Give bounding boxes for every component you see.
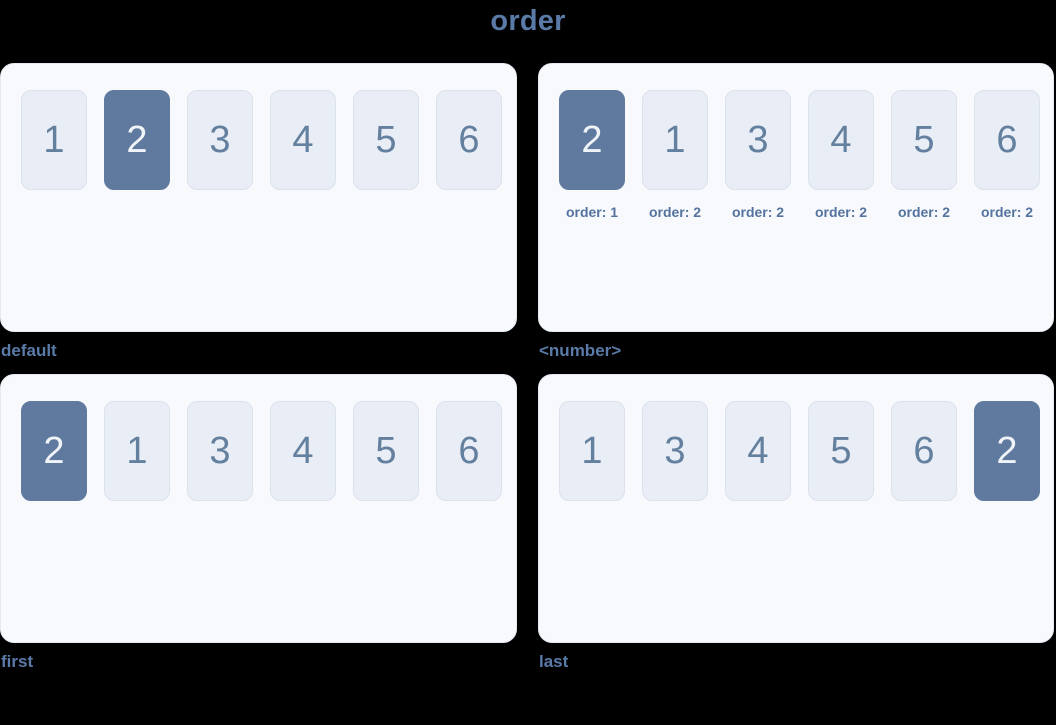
flex-item-column: 2 order: 1 bbox=[559, 90, 625, 220]
flex-container-last: 1 3 4 5 6 2 bbox=[538, 374, 1054, 643]
panel-label-first: first bbox=[1, 652, 34, 671]
flex-item: 4 bbox=[808, 90, 874, 190]
flex-item-column: 4 order: 2 bbox=[808, 90, 874, 220]
flex-item: 5 bbox=[353, 401, 419, 501]
flex-item-highlighted: 2 bbox=[104, 90, 170, 190]
order-caption: order: 2 bbox=[980, 204, 1034, 220]
flex-item-highlighted: 2 bbox=[974, 401, 1040, 501]
demo-default: 1 2 3 4 5 6 default bbox=[0, 63, 517, 374]
flex-item: 4 bbox=[725, 401, 791, 501]
flex-item: 1 bbox=[559, 401, 625, 501]
demo-first: 2 1 3 4 5 6 first bbox=[0, 374, 517, 685]
demo-last: 1 3 4 5 6 2 last bbox=[538, 374, 1054, 685]
flex-item: 6 bbox=[436, 90, 502, 190]
flex-item-column: 6 order: 2 bbox=[974, 90, 1040, 220]
flex-item: 3 bbox=[725, 90, 791, 190]
flex-item: 1 bbox=[21, 90, 87, 190]
flex-item: 1 bbox=[642, 90, 708, 190]
order-caption: order: 1 bbox=[565, 204, 619, 220]
flex-item: 4 bbox=[270, 401, 336, 501]
panel-label-last: last bbox=[539, 652, 569, 671]
flex-item: 3 bbox=[642, 401, 708, 501]
order-caption: order: 2 bbox=[648, 204, 702, 220]
flex-item-highlighted: 2 bbox=[21, 401, 87, 501]
flex-item-column: 5 order: 2 bbox=[891, 90, 957, 220]
flex-item-column: 1 order: 2 bbox=[642, 90, 708, 220]
flex-item: 6 bbox=[974, 90, 1040, 190]
flex-item: 3 bbox=[187, 90, 253, 190]
demo-grid: 1 2 3 4 5 6 default 2 order: 1 1 order: … bbox=[0, 63, 1056, 685]
flex-item: 5 bbox=[353, 90, 419, 190]
panel-label-number: <number> bbox=[539, 341, 622, 360]
flex-item: 5 bbox=[891, 90, 957, 190]
panel-label-default: default bbox=[1, 341, 57, 360]
flex-item: 3 bbox=[187, 401, 253, 501]
flex-item: 6 bbox=[891, 401, 957, 501]
order-caption: order: 2 bbox=[897, 204, 951, 220]
flex-container-default: 1 2 3 4 5 6 bbox=[0, 63, 517, 332]
flex-container-number: 2 order: 1 1 order: 2 3 order: 2 4 order… bbox=[538, 63, 1054, 332]
flex-item-column: 3 order: 2 bbox=[725, 90, 791, 220]
flex-container-first: 2 1 3 4 5 6 bbox=[0, 374, 517, 643]
flex-item: 1 bbox=[104, 401, 170, 501]
order-caption: order: 2 bbox=[814, 204, 868, 220]
flex-item-highlighted: 2 bbox=[559, 90, 625, 190]
flex-item: 6 bbox=[436, 401, 502, 501]
page-title: order bbox=[490, 5, 566, 37]
demo-number: 2 order: 1 1 order: 2 3 order: 2 4 order… bbox=[538, 63, 1054, 374]
flex-item: 4 bbox=[270, 90, 336, 190]
flex-item: 5 bbox=[808, 401, 874, 501]
order-caption: order: 2 bbox=[731, 204, 785, 220]
